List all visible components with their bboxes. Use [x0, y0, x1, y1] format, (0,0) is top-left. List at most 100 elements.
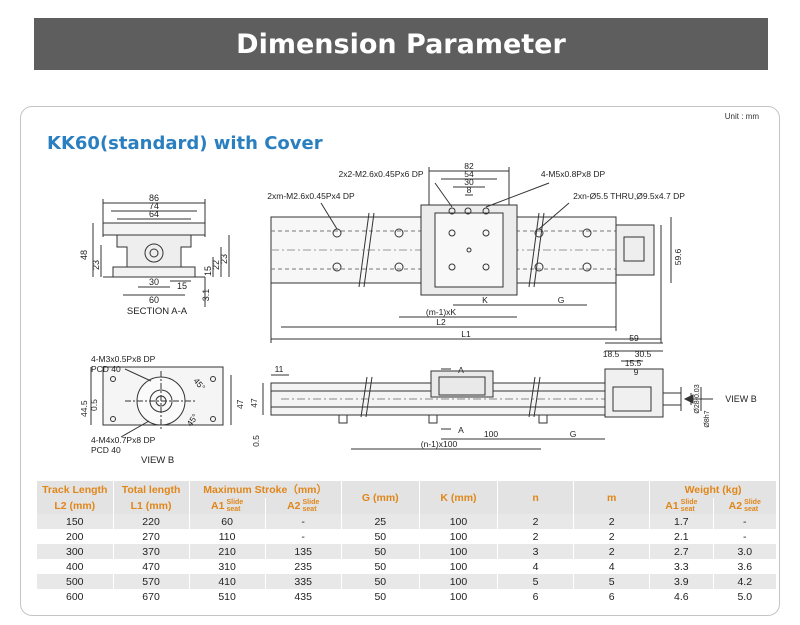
cell: 3 — [497, 544, 575, 559]
cell: 5 — [573, 574, 651, 589]
dim-l2: L2 — [436, 317, 446, 327]
dim-0-5-end: 0.5 — [89, 399, 99, 411]
cell: 200 — [37, 529, 114, 544]
callout-4-m4: 4-M4x0.7Px8 DP — [91, 435, 156, 445]
sub-a1: A1 — [211, 499, 225, 512]
sub-seat: seat — [302, 506, 317, 513]
cell: 2 — [497, 529, 575, 544]
cell: 4.2 — [713, 574, 778, 589]
sub-slide: Slide — [226, 499, 244, 506]
cell: 100 — [419, 574, 499, 589]
sub-a2: A2 — [728, 499, 743, 512]
sub-seat: seat — [680, 506, 695, 513]
dim-47-end: 47 — [235, 399, 245, 409]
cell: 4 — [497, 559, 575, 574]
cell: 110 — [189, 529, 266, 544]
cell: - — [265, 529, 342, 544]
callout-2x2-m2-6: 2x2-M2.6x0.45Px6 DP — [338, 169, 423, 179]
cell: 220 — [113, 514, 190, 529]
cell: 100 — [419, 544, 499, 559]
dim-k: K — [482, 295, 488, 305]
cell: 600 — [37, 589, 114, 604]
callout-4-m3: 4-M3x0.5Px8 DP — [91, 354, 156, 364]
callout-pcd-40-bottom: PCD 40 — [91, 445, 121, 455]
cell: 50 — [341, 544, 420, 559]
callout-4-m5: 4-M5x0.8Px8 DP — [541, 169, 606, 179]
cell: 50 — [341, 574, 420, 589]
sub-a1: A1 — [665, 499, 679, 512]
dim-59: 59 — [629, 333, 639, 343]
cell: 50 — [341, 589, 420, 604]
dim-100: 100 — [484, 429, 498, 439]
banner-title: Dimension Parameter — [236, 28, 566, 60]
section-mark-a-top: A — [458, 365, 464, 375]
table-header-row-1: Track Length Total length Maximum Stroke… — [37, 481, 777, 514]
header-weight: Weight (kg) — [649, 481, 777, 498]
dim-22: 22 — [211, 260, 221, 270]
dim-dia-28: Ø28-0.03 — [694, 384, 701, 413]
dim-15-5: 15.5 — [625, 358, 642, 368]
dim-74: 74 — [149, 201, 159, 211]
dim-l1: L1 — [461, 329, 471, 339]
cell: 4 — [573, 559, 651, 574]
cell: 1.7 — [649, 514, 714, 529]
cell: 435 — [265, 589, 342, 604]
sub-slide: Slide — [744, 499, 761, 506]
cell: 670 — [113, 589, 190, 604]
cell: 60 — [189, 514, 266, 529]
cell: 300 — [37, 544, 114, 559]
dim-30-5: 30.5 — [635, 349, 652, 359]
header-n: n — [497, 481, 575, 514]
dim-3-1: 3.1 — [201, 289, 211, 302]
cell: 3.9 — [649, 574, 714, 589]
dim-23-right: 23 — [219, 254, 229, 264]
cell: 2.1 — [649, 529, 714, 544]
section-view-labels: 86 74 64 48 23 15 22 23 30 60 15 3.1 SEC… — [79, 193, 229, 317]
cell: 2 — [573, 529, 651, 544]
dim-47-side: 47 — [249, 398, 259, 408]
dim-n-1-100: (n-1)x100 — [421, 439, 458, 449]
header-l2: L2 (mm) — [37, 498, 114, 514]
dim-44-5: 44.5 — [79, 400, 89, 417]
cell: 50 — [341, 529, 420, 544]
sub-a2: A2 — [287, 499, 301, 512]
cell: 400 — [37, 559, 114, 574]
header-total-length: Total length — [113, 481, 190, 498]
header-g: G (mm) — [341, 481, 420, 514]
cell: 470 — [113, 559, 190, 574]
side-view-labels: 59 18.5 30.5 15.5 9 11 47 0.5 Ø28-0.03 Ø… — [249, 333, 757, 449]
dim-15-right: 15 — [203, 266, 213, 276]
dim-15-bottom: 15 — [177, 281, 187, 291]
dim-54: 54 — [464, 169, 474, 179]
cell: 310 — [189, 559, 266, 574]
cell: 135 — [265, 544, 342, 559]
dim-g: G — [558, 295, 565, 305]
cell: 100 — [419, 514, 499, 529]
technical-drawings: 86 74 64 48 23 15 22 23 30 60 15 3.1 SEC… — [79, 161, 757, 466]
cell: 335 — [265, 574, 342, 589]
cell: 370 — [113, 544, 190, 559]
cell: 570 — [113, 574, 190, 589]
cell: 25 — [341, 514, 420, 529]
dim-0-5-side: 0.5 — [251, 435, 261, 447]
cell: 150 — [37, 514, 114, 529]
dim-82: 82 — [464, 161, 474, 171]
cell: 2 — [573, 514, 651, 529]
dim-86: 86 — [149, 193, 159, 203]
end-view — [90, 366, 232, 438]
cell: 235 — [265, 559, 342, 574]
dim-m-1-k: (m-1)xK — [426, 307, 457, 317]
model-heading: KK60(standard) with Cover — [47, 133, 323, 154]
section-caption: SECTION A-A — [127, 306, 188, 317]
cell: 3.0 — [713, 544, 778, 559]
section-view — [92, 199, 230, 307]
callout-2xm-m2-6: 2xm-M2.6x0.45Px4 DP — [267, 191, 355, 201]
